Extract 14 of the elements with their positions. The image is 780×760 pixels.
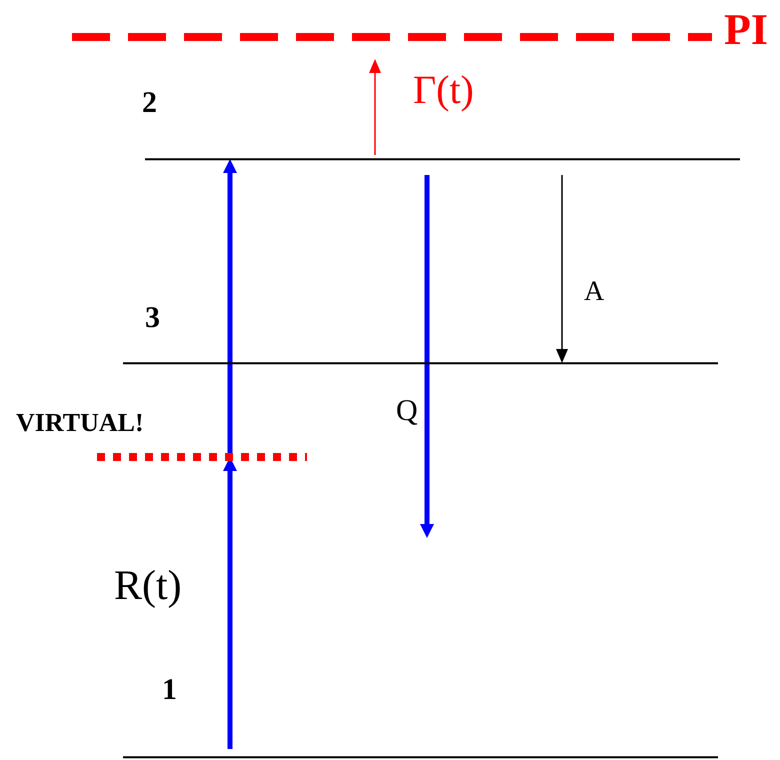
arrow [369,59,381,155]
edge-label: Γ(t) [413,70,474,110]
level-label: 3 [145,303,160,333]
edge-label: Q [396,396,418,426]
edge-label: R(t) [114,565,182,607]
edge-label: A [584,278,604,306]
level-label: 1 [162,675,177,705]
level-label: VIRTUAL! [16,410,144,436]
arrow [420,175,434,538]
energy-level-line [145,158,740,160]
level-label: 2 [142,88,157,118]
level-label: PI [724,8,768,52]
arrow [556,175,568,363]
energy-level-line [123,756,718,758]
